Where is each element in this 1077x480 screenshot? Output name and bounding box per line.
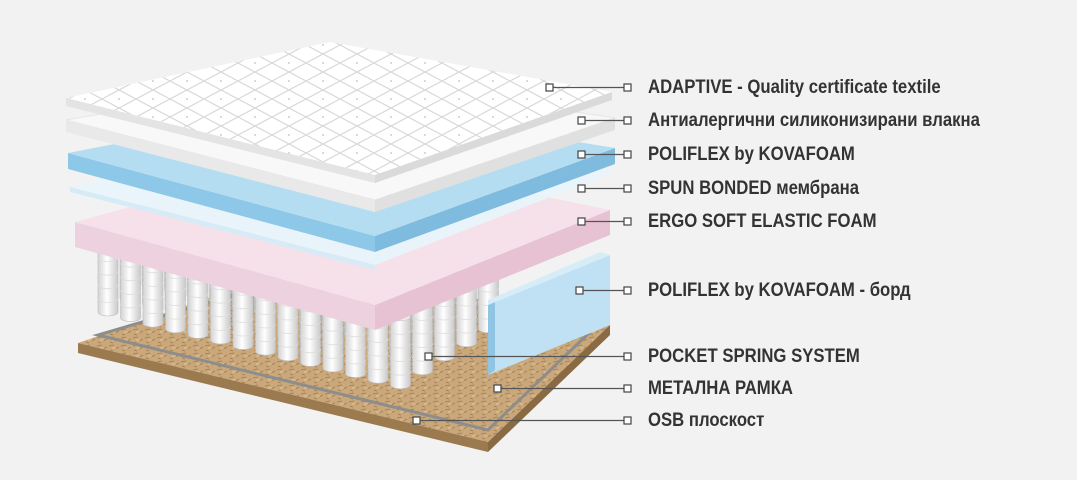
leader-springs bbox=[424, 352, 632, 361]
leader-ergo bbox=[577, 217, 632, 226]
leader-lines bbox=[412, 83, 632, 425]
label-frame: МЕТАЛНА РАМКА bbox=[648, 378, 794, 399]
leader-spunbond bbox=[577, 184, 632, 193]
label-adaptive: ADAPTIVE - Quality certificate textile bbox=[648, 77, 941, 98]
label-spunbond: SPUN BONDED мембрана bbox=[648, 178, 860, 199]
spring-coil bbox=[390, 312, 411, 390]
label-osb: OSB плоскост bbox=[648, 410, 765, 431]
leader-poliflex bbox=[577, 150, 632, 159]
leader-osb bbox=[412, 416, 632, 425]
adaptive-textile-layer bbox=[66, 42, 612, 183]
label-ergo: ERGO SOFT ELASTIC FOAM bbox=[648, 211, 877, 232]
label-poliflex: POLIFLEX by KOVAFOAM bbox=[648, 144, 855, 165]
leader-frame bbox=[493, 384, 632, 393]
leader-poliflex-border bbox=[575, 286, 632, 295]
label-springs: POCKET SPRING SYSTEM bbox=[648, 346, 860, 367]
label-poliflex-border: POLIFLEX by KOVAFOAM - борд bbox=[648, 280, 911, 301]
leader-adaptive bbox=[545, 83, 632, 92]
leader-fibers bbox=[577, 116, 632, 125]
label-fibers: Антиалергични силиконизирани влакна bbox=[648, 110, 980, 131]
